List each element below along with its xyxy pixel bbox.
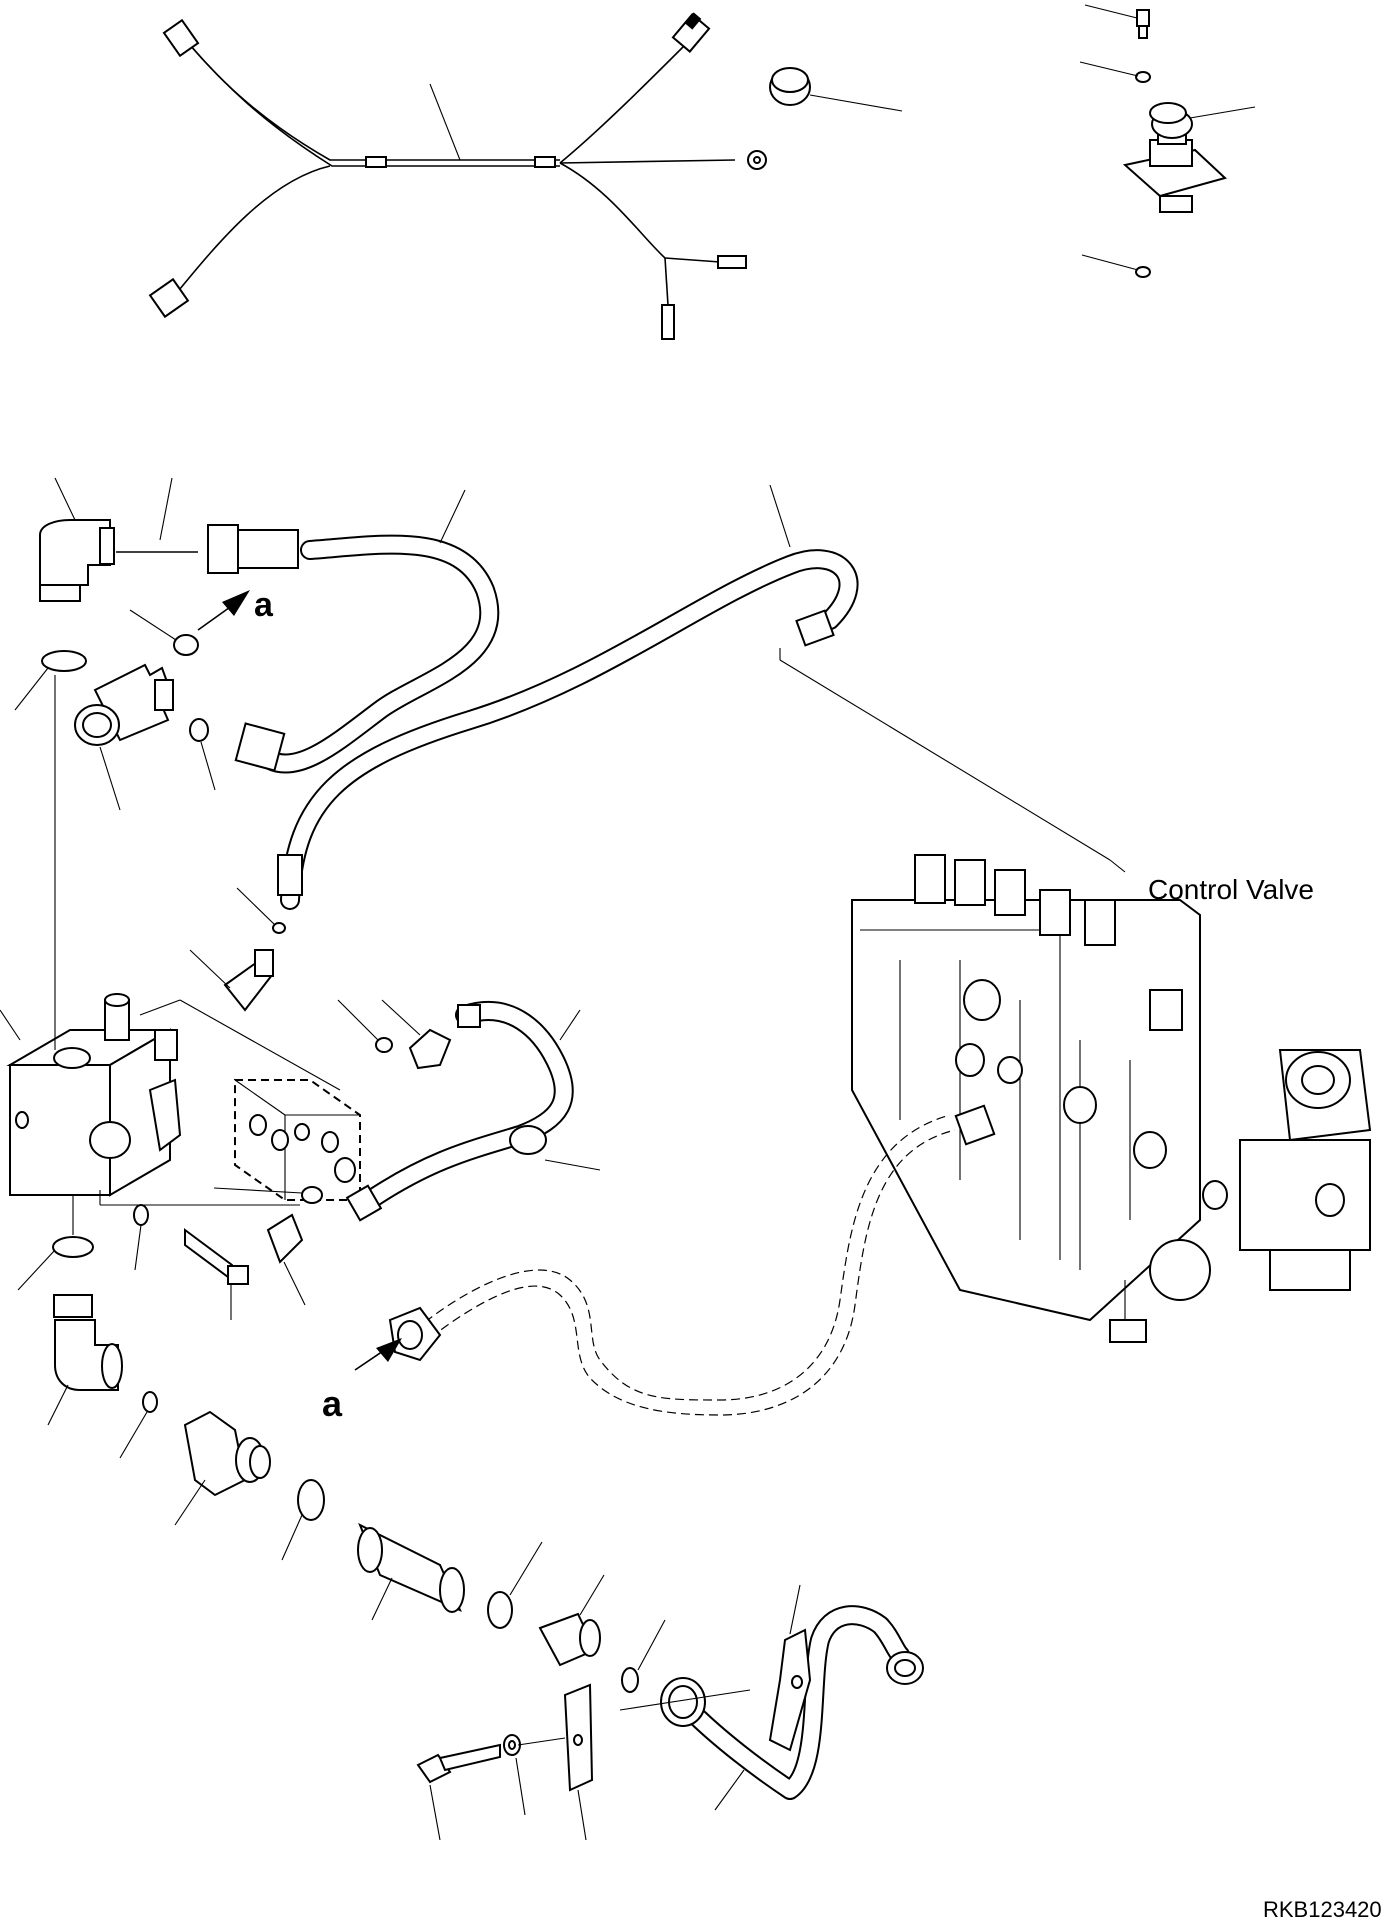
valve-block <box>0 675 341 1235</box>
hose-upper-left <box>207 489 500 774</box>
port-plate <box>234 1079 361 1201</box>
dashed-hose <box>388 1104 996 1416</box>
elbow-fitting-bottom <box>17 1236 158 1459</box>
push-switch-assembly <box>1079 4 1256 278</box>
arrow-ref-bottom: a <box>322 1338 402 1424</box>
o-ring-lower <box>281 1479 325 1561</box>
wiring-harness <box>148 12 767 340</box>
drawing-code: RKB123420 <box>1263 1897 1382 1922</box>
hose-small-loop <box>345 1001 601 1222</box>
hose-clamp <box>769 67 903 112</box>
o-ring-lower-3 <box>621 1619 666 1693</box>
elbow-fitting-top <box>39 477 198 602</box>
bent-tube-assembly <box>619 1605 924 1811</box>
clamp-half-upper <box>768 1584 812 1752</box>
hose-long-upper <box>236 484 1126 934</box>
control-valve-label: Control Valve <box>1148 874 1314 905</box>
o-ring-lower-2 <box>487 1541 543 1629</box>
straight-adapter <box>174 1410 271 1526</box>
control-valve-assembly: Control Valve <box>851 854 1372 1343</box>
clamp-half-lower <box>563 1683 594 1841</box>
connector-adapter <box>538 1574 605 1667</box>
pipe-coupling <box>357 1522 465 1621</box>
arrow-ref-top: a <box>197 586 274 631</box>
elbow-small <box>189 949 274 1012</box>
arrow-label-a-top: a <box>254 586 274 624</box>
tee-fitting <box>14 609 216 811</box>
arrow-label-a-bottom: a <box>322 1383 343 1424</box>
small-fittings-middle <box>133 999 452 1320</box>
bolt-washer-lower <box>416 1734 566 1841</box>
